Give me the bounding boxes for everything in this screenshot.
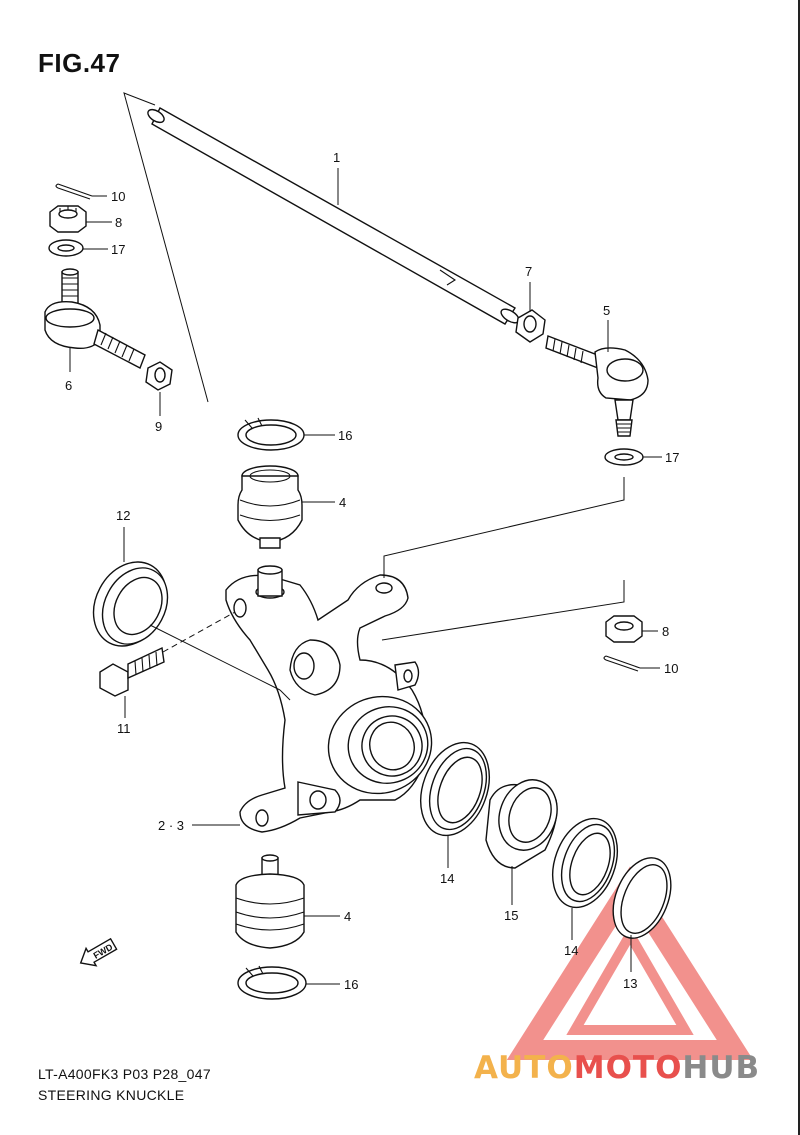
- callout-4-upper: 4: [339, 495, 346, 510]
- callout-13: 13: [623, 976, 637, 991]
- watermark-hub: HUB: [682, 1050, 761, 1086]
- callout-15: 15: [504, 908, 518, 923]
- callout-14-inner: 14: [440, 871, 454, 886]
- tie-rod-nut: [515, 309, 546, 343]
- ball-joint-lower: [235, 854, 305, 949]
- callout-8-upper: 8: [115, 215, 122, 230]
- callout-1: 1: [333, 150, 340, 165]
- callout-17-right: 17: [665, 450, 679, 465]
- circlip-lower: [237, 965, 307, 1000]
- cotter-pin-right: [603, 655, 641, 672]
- section-name: STEERING KNUCKLE: [38, 1087, 185, 1103]
- tie-rod: [147, 107, 520, 325]
- wheel-bearing: [485, 779, 558, 869]
- callout-labels: 1 10 8 17 7 5 6 9 16 17 4 12 8 10 11 2 ·…: [65, 150, 679, 992]
- callout-5: 5: [603, 303, 610, 318]
- tie-rod-end-nut-left: [145, 361, 173, 391]
- watermark-logo: AUTOMOTOHUB: [474, 1050, 760, 1086]
- ball-joint-upper: [237, 465, 303, 549]
- steering-knuckle: [225, 565, 433, 833]
- callout-leaders: [69, 168, 662, 985]
- watermark-triangle: [506, 866, 754, 1060]
- callout-6: 6: [65, 378, 72, 393]
- forward-direction-arrow: FWD: [79, 937, 118, 967]
- oil-seal-inner: [420, 741, 490, 837]
- callout-12: 12: [116, 508, 130, 523]
- assembly-bracket-lines: [123, 92, 209, 403]
- callout-11: 11: [117, 721, 131, 736]
- oil-seal-large: [92, 561, 169, 647]
- callout-4-lower: 4: [344, 909, 351, 924]
- callout-8-right: 8: [662, 624, 669, 639]
- callout-10-right: 10: [664, 661, 678, 676]
- callout-9: 9: [155, 419, 162, 434]
- model-code: LT-A400FK3 P03 P28_047: [38, 1066, 211, 1082]
- figure-title: FIG.47: [38, 48, 121, 78]
- callout-17-upper: 17: [111, 242, 125, 257]
- cotter-pin-upper-left: [55, 183, 93, 200]
- callout-2-3: 2 · 3: [158, 818, 184, 833]
- tie-rod-end-right: [545, 335, 649, 437]
- knuckle-bolt: [99, 646, 165, 697]
- watermark-moto: MOTO: [573, 1050, 683, 1086]
- callout-16-lower: 16: [344, 977, 358, 992]
- washer-upper-left: [48, 239, 84, 257]
- oil-seal-outer: [552, 817, 618, 909]
- callout-14-outer: 14: [564, 943, 578, 958]
- callout-16-upper: 16: [338, 428, 352, 443]
- washer-right: [604, 448, 644, 466]
- snap-ring: [612, 857, 672, 939]
- circlip-upper: [237, 417, 305, 451]
- watermark-auto: AUTO: [474, 1050, 574, 1086]
- tie-rod-end-left: [44, 268, 146, 369]
- assembly-guide-lines: [149, 477, 625, 701]
- castle-nut-upper-left: [49, 205, 87, 233]
- callout-7: 7: [525, 264, 532, 279]
- callout-10-upper: 10: [111, 189, 125, 204]
- castle-nut-right: [605, 615, 643, 643]
